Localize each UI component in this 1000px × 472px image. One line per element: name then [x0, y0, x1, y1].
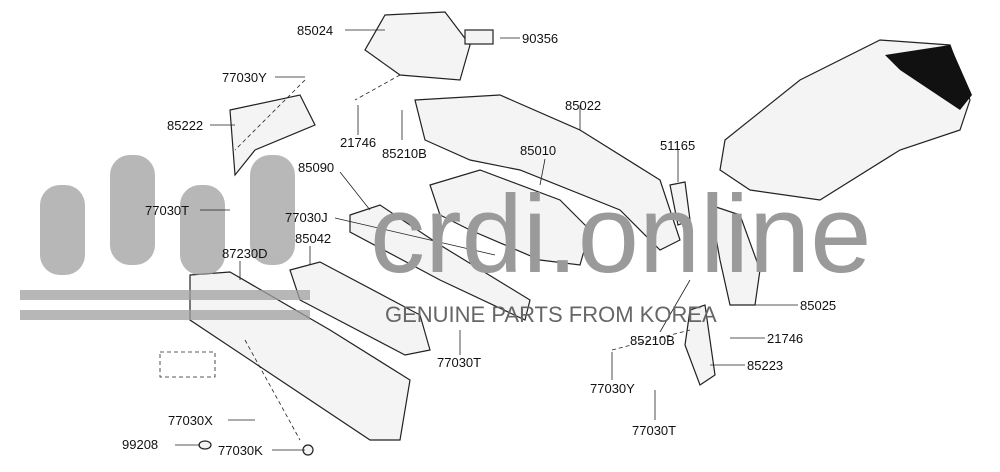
label-85210B: 85210B	[630, 333, 675, 348]
label-77030Y: 77030Y	[590, 381, 635, 396]
label-85223: 85223	[747, 358, 783, 373]
label-51165: 51165	[660, 138, 695, 153]
label-77030T: 77030T	[632, 423, 676, 438]
watermark-logo	[20, 155, 310, 320]
part-85010-lower-cover	[429, 169, 591, 266]
label-77030Y: 77030Y	[222, 70, 267, 85]
part-85090-beam	[349, 204, 531, 321]
label-85090: 85090	[298, 160, 334, 175]
label-90356: 90356	[522, 31, 558, 46]
part-85024-side-cover	[364, 11, 471, 81]
part-90356-pad	[464, 29, 494, 45]
part-51165-bracket	[669, 181, 691, 226]
watermark-site: crdi.online	[370, 173, 871, 296]
washer-99208	[198, 440, 212, 450]
vehicle-rear-highlight	[885, 45, 972, 110]
label-77030K: 77030K	[218, 443, 263, 458]
part-85222-bracket	[229, 94, 316, 177]
label-21746: 21746	[340, 135, 376, 150]
label-85024: 85024	[297, 23, 333, 38]
label-85022: 85022	[565, 98, 601, 113]
label-77030X: 77030X	[168, 413, 213, 428]
label-85210B: 85210B	[382, 146, 427, 161]
leader-lines	[175, 29, 798, 451]
label-77030J: 77030J	[285, 210, 328, 225]
label-85222: 85222	[167, 118, 203, 133]
label-77030T: 77030T	[145, 203, 189, 218]
label-85025: 85025	[800, 298, 836, 313]
watermark-tagline: GENUINE PARTS FROM KOREA	[385, 302, 717, 327]
label-87230D: 87230D	[222, 246, 268, 261]
part-85223-bracket	[684, 304, 716, 386]
clip-box-dashed	[159, 351, 216, 378]
label-85042: 85042	[295, 231, 331, 246]
part-85022-bumper-cover	[414, 94, 681, 251]
label-85010: 85010	[520, 143, 556, 158]
label-99208: 99208	[122, 437, 158, 452]
label-77030T: 77030T	[437, 355, 481, 370]
label-21746: 21746	[767, 331, 803, 346]
vehicle-illustration	[719, 39, 971, 201]
